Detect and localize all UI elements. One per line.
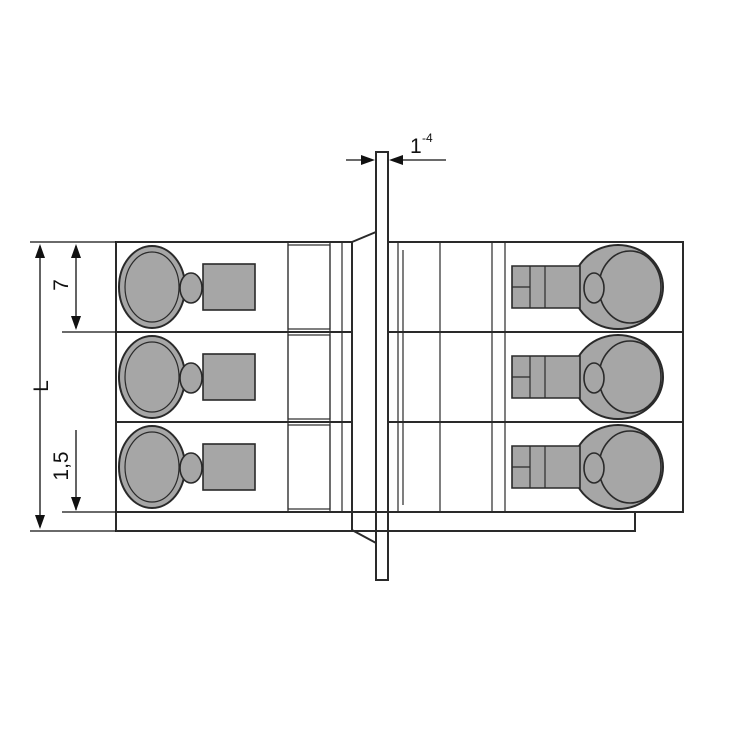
pitch-dimension: 7 <box>50 241 116 333</box>
left-clamp <box>118 425 256 509</box>
right-clamp <box>511 424 664 510</box>
panel-thickness-dimension: 1 -4 <box>346 131 446 165</box>
mounting-panel <box>375 151 389 581</box>
right-clamp <box>511 334 664 420</box>
panel-thickness-superscript: -4 <box>422 131 433 145</box>
left-clamps <box>118 245 256 509</box>
left-housing-details <box>287 242 343 512</box>
offset-dimension: 1,5 <box>50 430 116 513</box>
length-dimension: L <box>30 241 116 532</box>
pitch-label: 7 <box>50 279 73 291</box>
length-label: L <box>30 380 53 392</box>
right-housing-details <box>397 242 506 512</box>
offset-label: 1,5 <box>50 451 73 480</box>
mounting-flange <box>351 230 377 545</box>
left-clamp <box>118 245 256 329</box>
panel-thickness-label: 1 <box>410 135 422 158</box>
module-separators <box>116 331 683 423</box>
right-clamp <box>511 244 664 330</box>
left-clamp <box>118 335 256 419</box>
right-clamps <box>511 244 664 510</box>
